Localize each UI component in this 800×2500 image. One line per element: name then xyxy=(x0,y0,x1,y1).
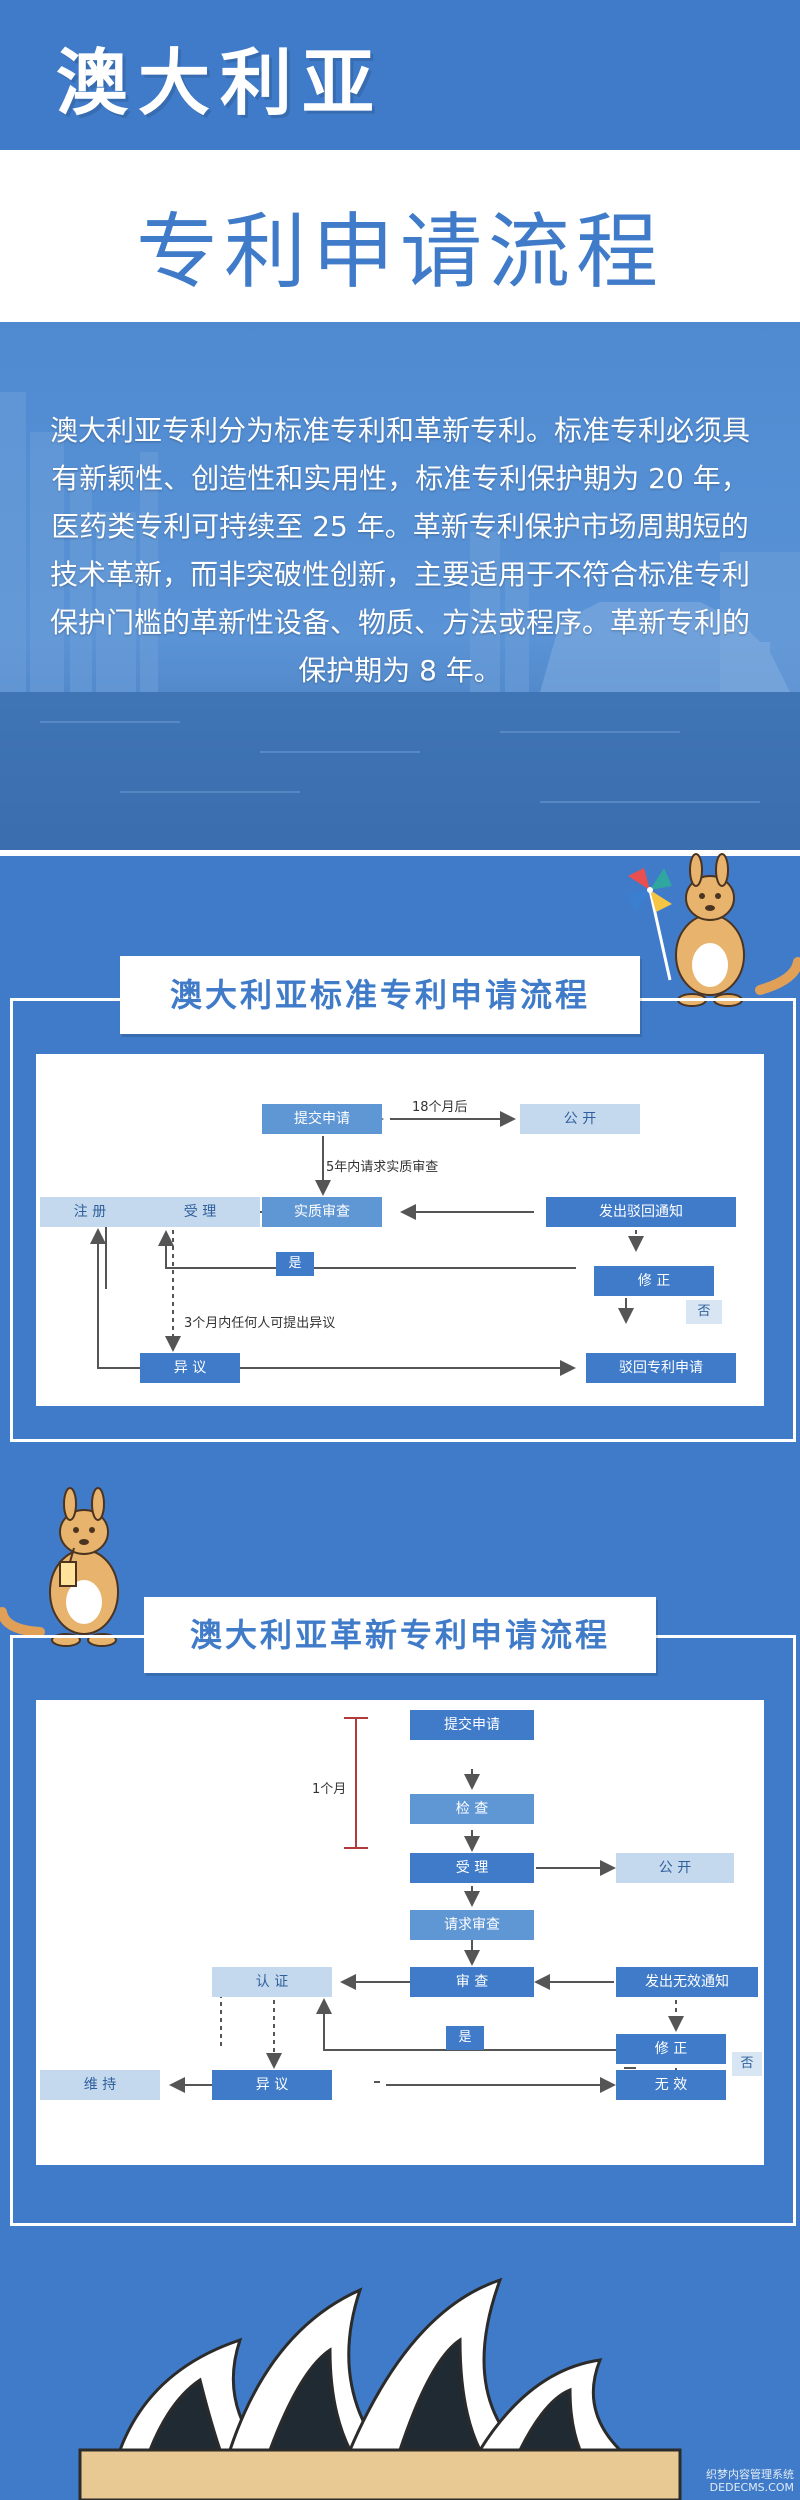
inv-node-certify: 认 证 xyxy=(212,1967,332,1997)
city-harbor-image xyxy=(0,322,800,850)
inv-node-accept: 受 理 xyxy=(410,1853,534,1883)
watermark: 织梦内容管理系统 DEDECMS.COM xyxy=(706,2468,794,2494)
label-within3m: 3个月内任何人可提出异议 xyxy=(184,1316,336,1331)
kangaroo-pinwheel-illustration xyxy=(628,853,800,1007)
standard-flow-connectors xyxy=(90,1111,644,1376)
inv-node-oppose: 异 议 xyxy=(212,2070,332,2100)
inv-node-exam: 审 查 xyxy=(410,1967,534,1997)
label-after18: 18个月后 xyxy=(412,1100,468,1115)
label-no: 否 xyxy=(686,1300,722,1324)
node-refuse: 驳回专利申请 xyxy=(586,1353,736,1383)
standard-flow-title: 澳大利亚标准专利申请流程 xyxy=(120,956,640,1034)
node-accept: 受 理 xyxy=(140,1197,260,1227)
inv-node-amend: 修 正 xyxy=(616,2034,726,2064)
standard-flow-diagram: 提交申请 公 开 注 册 受 理 实质审查 发出驳回通知 修 正 异 议 驳回专… xyxy=(36,1054,764,1406)
brand-heading: 澳大利亚 xyxy=(56,40,385,125)
inv-label-no: 否 xyxy=(732,2052,762,2076)
intro-paragraph: 澳大利亚专利分为标准专利和革新专利。标准专利必须具有新颖性、创造性和实用性，标准… xyxy=(49,414,750,687)
node-publish: 公 开 xyxy=(520,1104,640,1134)
opera-house-illustration xyxy=(78,2277,682,2500)
node-amend: 修 正 xyxy=(594,1266,714,1296)
inv-node-invalid: 无 效 xyxy=(616,2070,726,2100)
node-reject-notice: 发出驳回通知 xyxy=(546,1197,736,1227)
inv-node-publish: 公 开 xyxy=(616,1853,734,1883)
inv-node-request: 请求审查 xyxy=(410,1910,534,1940)
inv-label-yes: 是 xyxy=(446,2026,484,2050)
label-within5y: 5年内请求实质审查 xyxy=(326,1160,439,1175)
inv-node-check: 检 查 xyxy=(410,1794,534,1824)
kangaroo-drink-illustration xyxy=(0,1487,119,1647)
title-band xyxy=(0,150,800,322)
node-oppose: 异 议 xyxy=(140,1353,240,1383)
node-register: 注 册 xyxy=(40,1197,140,1227)
inv-node-maintain: 维 持 xyxy=(40,2070,160,2100)
header-top-band xyxy=(0,0,800,150)
node-exam: 实质审查 xyxy=(262,1197,382,1227)
innovation-flow-title: 澳大利亚革新专利申请流程 xyxy=(144,1597,656,1673)
innovation-flow-diagram: 提交申请 检 查 受 理 公 开 请求审查 认 证 审 查 发出无效通知 修 正… xyxy=(36,1700,764,2165)
page-title: 专利申请流程 xyxy=(135,205,664,300)
intro-panel: 澳大利亚专利分为标准专利和革新专利。标准专利必须具有新颖性、创造性和实用性，标准… xyxy=(0,322,800,850)
label-yes: 是 xyxy=(276,1252,314,1276)
section-divider xyxy=(0,850,800,856)
node-submit: 提交申请 xyxy=(262,1104,382,1134)
label-one-month: 1个月 xyxy=(312,1782,347,1797)
inv-node-invalid-notice: 发出无效通知 xyxy=(616,1967,758,1997)
watermark-line2: DEDECMS.COM xyxy=(709,2481,794,2494)
inv-node-submit: 提交申请 xyxy=(410,1710,534,1740)
watermark-line1: 织梦内容管理系统 xyxy=(706,2468,794,2481)
